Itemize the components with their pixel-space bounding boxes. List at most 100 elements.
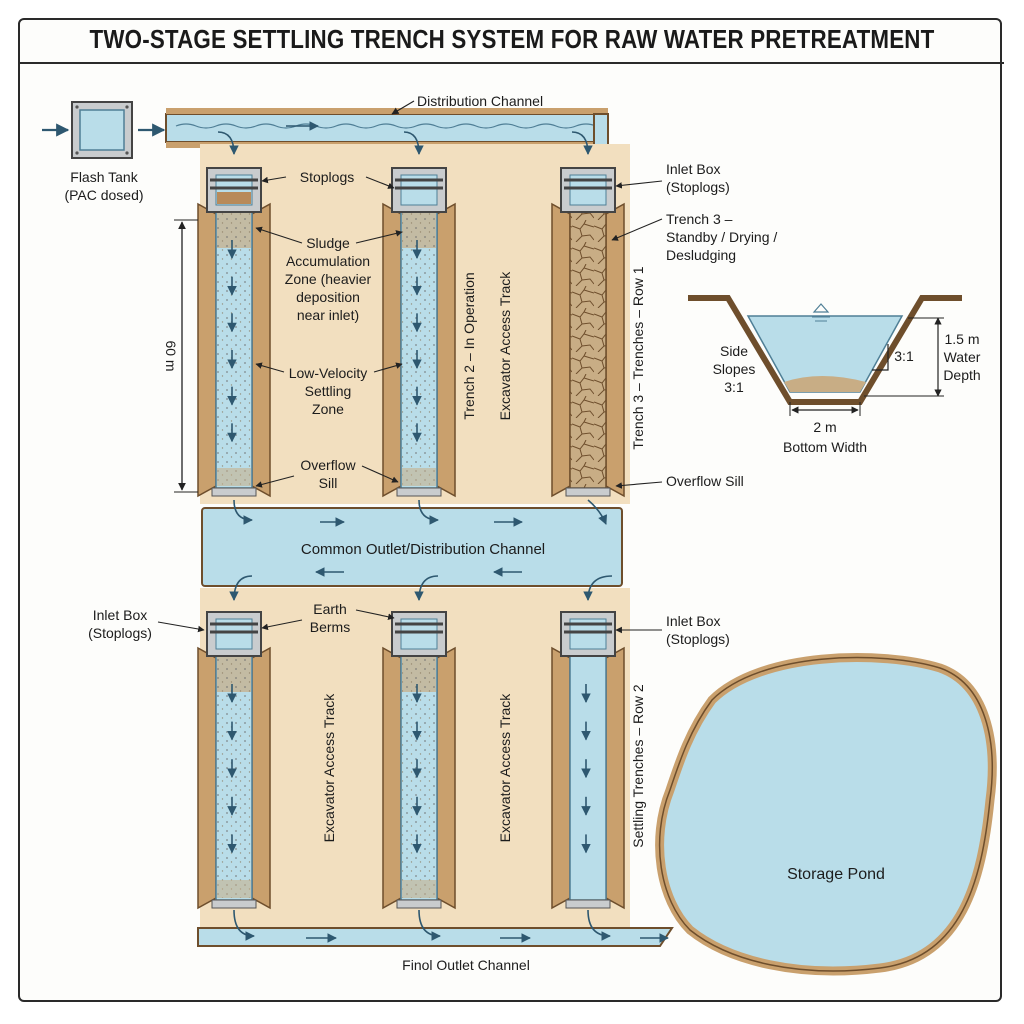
- final-outlet-channel: [197, 927, 674, 947]
- sludge-zone-label-1: Sludge: [306, 235, 350, 251]
- row1-inlet-box-1-stoplog-boards: [217, 192, 251, 204]
- inlet-box-right-label-1: Inlet Box: [666, 613, 720, 629]
- inlet-box-top-label-2: (Stoplogs): [666, 179, 730, 195]
- flash-tank: [71, 101, 133, 159]
- row2-trench-3-berm-left: [551, 646, 571, 910]
- row2-trench-3: [569, 653, 607, 901]
- distribution-drop-arrow-3: [571, 131, 593, 155]
- row1-trench-3-berm-right: [605, 202, 625, 498]
- row1-trench-2-berm-right: [436, 202, 456, 498]
- row1-trench-3-overflow-sill: [565, 487, 611, 497]
- inlet-box-left-label-2: (Stoplogs): [88, 625, 152, 641]
- slope-ratio-label: 3:1: [894, 348, 914, 364]
- sludge-zone-label-3: Zone (heavier: [285, 271, 372, 287]
- common-drop-arrow-3: [583, 575, 613, 601]
- low-velocity-label-3: Zone: [312, 401, 344, 417]
- inlet-box-right-label-2: (Stoplogs): [666, 631, 730, 647]
- row2-label: Settling Trenches – Row 2: [630, 684, 646, 848]
- overflow-sill-right-label: Overflow Sill: [666, 473, 744, 489]
- row1-trench-1-bottom-sludge: [217, 468, 251, 486]
- row1-trench-2-bottom-sludge: [402, 468, 436, 486]
- earth-berms-label-2: Berms: [310, 619, 350, 635]
- low-velocity-leader-right: [373, 362, 403, 373]
- side-slopes-label-2: Slopes: [713, 361, 756, 377]
- water-depth-label-2: Water: [944, 349, 981, 365]
- row2-trench-1-berm-right: [251, 646, 271, 910]
- length-dimension-label: 60 m: [163, 340, 179, 371]
- water-depth-label-3: Depth: [943, 367, 980, 383]
- row1-trench-1-berm-right: [251, 202, 271, 498]
- outflow-arrow-2: [418, 499, 439, 525]
- sludge-zone-leader-right: [355, 230, 403, 244]
- trench3-standby-leader: [611, 218, 663, 241]
- trench2-operation-label: Trench 2 – In Operation: [461, 272, 477, 419]
- overflow-sill-left-label-2: Sill: [319, 475, 338, 491]
- low-velocity-label-1: Low-Velocity: [289, 365, 368, 381]
- overflow-sill-leader-left: [255, 475, 295, 488]
- earth-berms-label-1: Earth: [313, 601, 346, 617]
- overflow-sill-leader-mid: [361, 465, 399, 483]
- final-drop-arrow-1: [233, 909, 255, 941]
- length-dimension: [174, 219, 198, 493]
- row1-trench-1-overflow-sill: [211, 487, 257, 497]
- flash-tank-label-1: Flash Tank: [70, 169, 138, 185]
- outflow-arrow-1: [233, 499, 253, 525]
- side-slopes-label-1: Side: [720, 343, 748, 359]
- row2-trench-1-sediment: [217, 656, 251, 898]
- earth-berms-leader-right: [355, 609, 395, 621]
- excavator-track-upper-label: Excavator Access Track: [497, 271, 513, 421]
- final-outlet-label: Finol Outlet Channel: [402, 957, 530, 973]
- final-drop-arrow-2: [418, 909, 441, 941]
- distribution-channel-label: Distribution Channel: [417, 93, 543, 109]
- inlet-box-left-label-1: Inlet Box: [93, 607, 147, 623]
- storage-pond-outline: [658, 656, 993, 972]
- stoplogs-label: Stoplogs: [300, 169, 354, 185]
- page-title: TWO-STAGE SETTLING TRENCH SYSTEM FOR RAW…: [89, 24, 935, 54]
- common-drop-arrow-1: [229, 575, 253, 601]
- stoplogs-leader-left: [261, 176, 287, 184]
- inlet-box-left-leader: [157, 621, 205, 633]
- row2-trench-2-berm-right: [436, 646, 456, 910]
- stoplogs-leader-right: [365, 176, 395, 189]
- row2-trench-1-bottom-sludge: [217, 880, 251, 898]
- trench3-standby-label-1: Trench 3 –: [666, 211, 733, 227]
- row2-trench-3-overflow-sill: [565, 899, 611, 909]
- low-velocity-label-2: Settling: [305, 383, 352, 399]
- sludge-zone-leader-left: [255, 226, 303, 244]
- low-velocity-leader-left: [255, 362, 285, 373]
- trench3-standby-label-3: Desludging: [666, 247, 736, 263]
- row1-label: Trench 3 – Trenches – Row 1: [630, 266, 646, 449]
- row1-trench-1-sediment: [217, 212, 251, 486]
- distribution-channel-leader: [391, 100, 415, 115]
- row2-trench-1-berm-left: [197, 646, 217, 910]
- bottom-width-label-1: 2 m: [813, 419, 836, 435]
- inlet-box-top-leader: [615, 180, 663, 189]
- sludge-zone-label-5: near inlet): [297, 307, 359, 323]
- row1-trench-2-overflow-sill: [396, 487, 442, 497]
- final-drop-arrow-3: [587, 909, 611, 941]
- distribution-drop-arrow-2: [403, 131, 424, 155]
- title-divider: [20, 62, 1004, 64]
- distribution-drop-arrow-1: [217, 131, 239, 155]
- row2-trench-1-overflow-sill: [211, 899, 257, 909]
- row1-trench-3: [569, 209, 607, 489]
- earth-berms-leader-left: [261, 619, 303, 631]
- row2-trench-2-berm-left: [382, 646, 402, 910]
- overflow-sill-left-label-1: Overflow: [300, 457, 356, 473]
- bottom-width-label-2: Bottom Width: [783, 439, 867, 455]
- sludge-zone-label-2: Accumulation: [286, 253, 370, 269]
- side-slopes-label-3: 3:1: [724, 379, 744, 395]
- sludge-zone-label-4: deposition: [296, 289, 360, 305]
- row2-trench-2-sediment: [402, 656, 436, 898]
- common-drop-arrow-2: [414, 575, 439, 601]
- inlet-box-top-label-1: Inlet Box: [666, 161, 720, 177]
- water-depth-label-1: 1.5 m: [944, 331, 979, 347]
- row1-trench-3-berm-left: [551, 202, 571, 498]
- flash-tank-label-2: (PAC dosed): [64, 187, 143, 203]
- common-outlet-label: Common Outlet/Distribution Channel: [301, 541, 545, 558]
- row2-trench-2-bottom-sludge: [402, 880, 436, 898]
- row1-trench-2-sediment: [402, 212, 436, 486]
- excavator-track-lower-2-label: Excavator Access Track: [497, 693, 513, 843]
- row1-trench-2-berm-left: [382, 202, 402, 498]
- cross-section-inset: [688, 295, 962, 416]
